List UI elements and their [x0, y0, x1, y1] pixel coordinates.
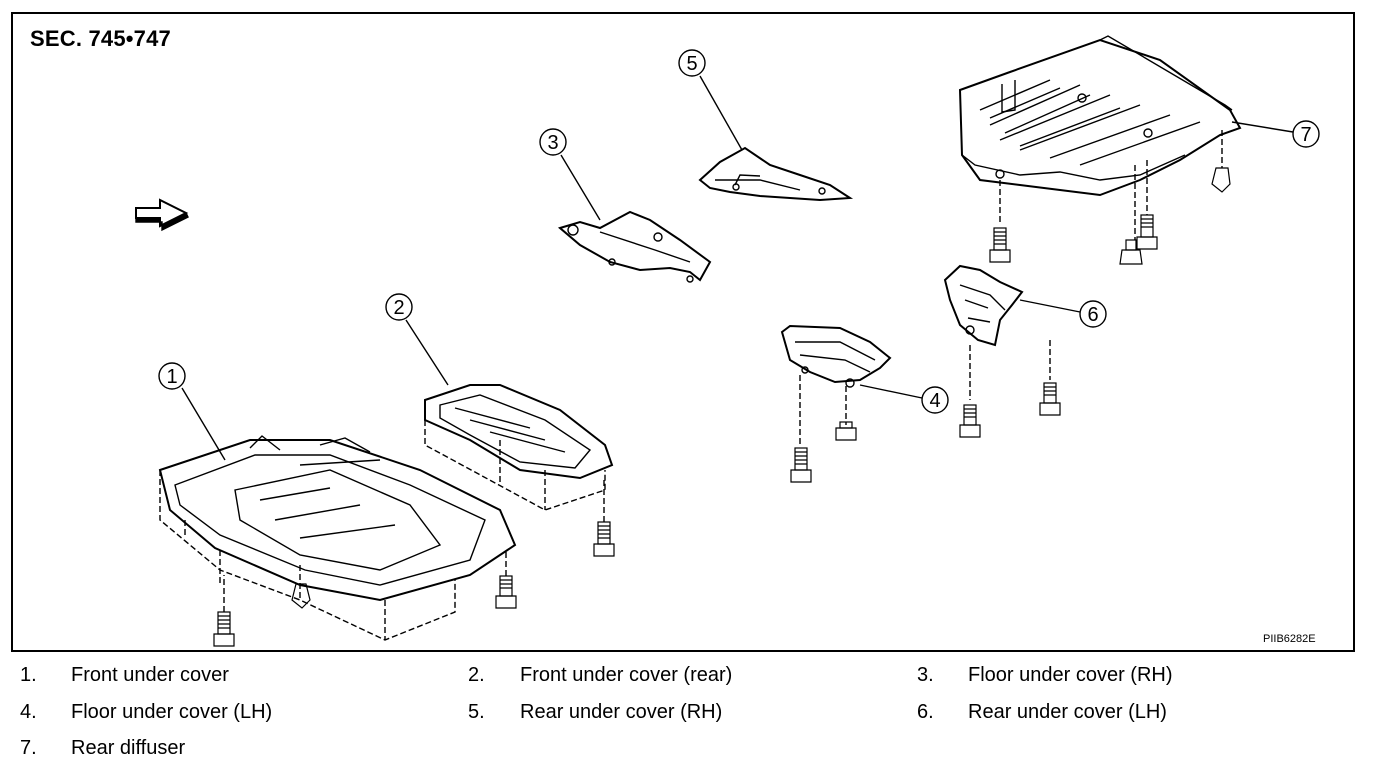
front-under-cover-rear-part [424, 384, 615, 557]
legend-label: Rear under cover (LH) [968, 701, 1167, 723]
front-direction-arrow-icon [135, 198, 189, 232]
callout-5: 5 [678, 49, 743, 151]
rear-under-cover-rh-part [698, 146, 854, 202]
legend-label: Front under cover (rear) [520, 664, 733, 686]
legend-label: Floor under cover (RH) [968, 664, 1173, 686]
legend-number: 6. [917, 701, 934, 723]
rear-diffuser-part [958, 35, 1242, 265]
callout-5-label: 5 [686, 53, 697, 75]
callout-3: 3 [539, 128, 601, 221]
callout-2: 2 [385, 293, 449, 386]
legend-number: 3. [917, 664, 934, 686]
callout-6: 6 [1019, 299, 1107, 328]
legend-number: 5. [468, 701, 485, 723]
diagram-frame [11, 12, 1355, 652]
figure-code: PIIB6282E [1263, 633, 1316, 645]
callout-4-label: 4 [929, 390, 940, 412]
legend-label: Rear under cover (RH) [520, 701, 723, 723]
floor-under-cover-rh-part [557, 210, 712, 283]
callout-7-label: 7 [1300, 124, 1311, 146]
callout-6-label: 6 [1087, 304, 1098, 326]
callout-7: 7 [1231, 120, 1320, 148]
legend-label: Rear diffuser [71, 737, 186, 759]
front-under-cover-part [158, 435, 517, 647]
legend-label: Front under cover [71, 664, 229, 686]
legend-label: Floor under cover (LH) [71, 701, 273, 723]
callout-1-label: 1 [166, 366, 177, 388]
callout-4: 4 [859, 384, 949, 414]
callout-2-label: 2 [393, 297, 404, 319]
callout-3-label: 3 [547, 132, 558, 154]
floor-under-cover-lh-part [780, 324, 892, 483]
legend-number: 1. [20, 664, 37, 686]
section-title: SEC. 745•747 [30, 26, 171, 51]
legend-number: 4. [20, 701, 37, 723]
legend-number: 2. [468, 664, 485, 686]
legend-number: 7. [20, 737, 37, 759]
callout-1: 1 [158, 362, 226, 461]
rear-under-cover-lh-part [943, 264, 1061, 438]
